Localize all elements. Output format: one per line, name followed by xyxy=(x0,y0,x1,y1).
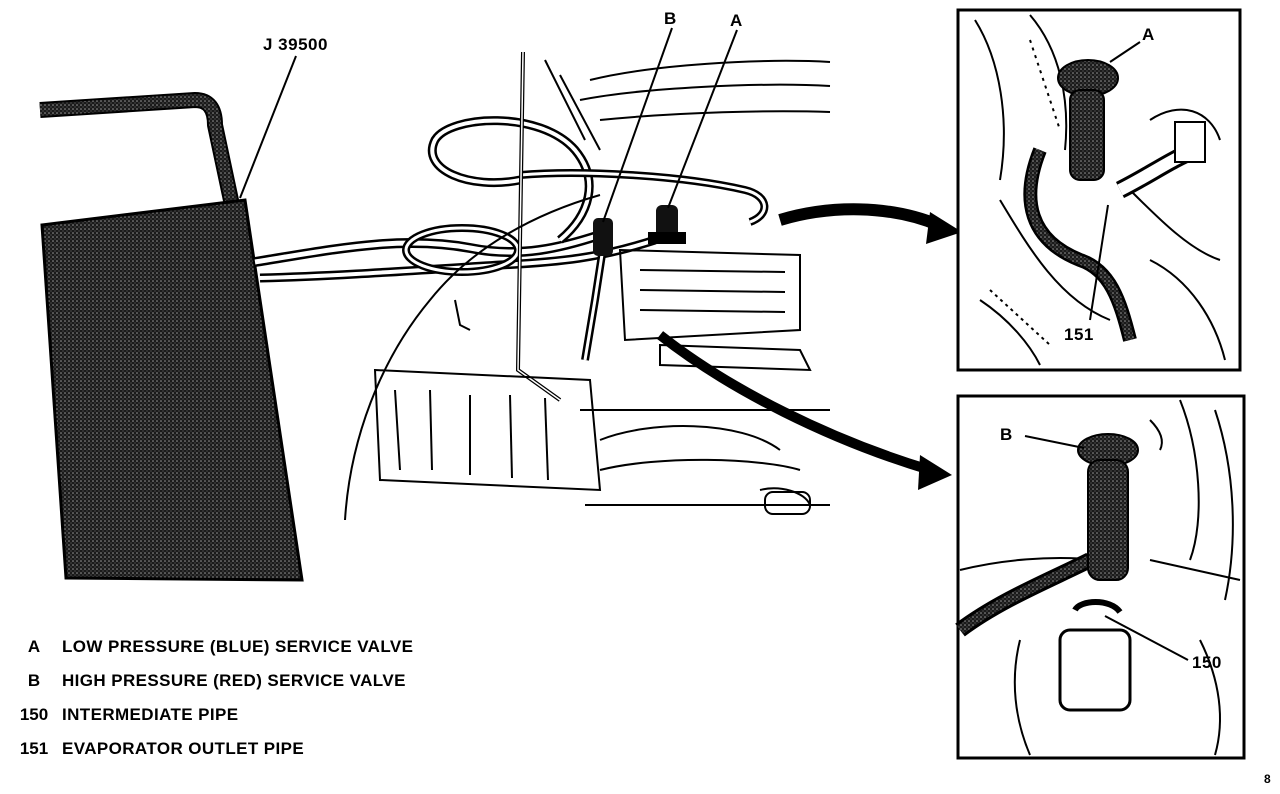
legend-text: INTERMEDIATE PIPE xyxy=(62,705,239,724)
tool-label-j39500: J 39500 xyxy=(263,35,328,54)
inset-top-callout-a: A xyxy=(1142,25,1155,44)
service-hoses xyxy=(254,51,769,402)
inset-high-pressure-valve xyxy=(955,394,1246,760)
legend-text: LOW PRESSURE (BLUE) SERVICE VALVE xyxy=(62,637,414,656)
legend-item: A LOW PRESSURE (BLUE) SERVICE VALVE xyxy=(6,630,566,664)
legend-key: 151 xyxy=(19,739,49,758)
legend-key: B xyxy=(27,671,41,690)
legend-item: 150 INTERMEDIATE PIPE xyxy=(6,698,566,732)
callout-a-low-pressure-valve: A xyxy=(730,11,743,30)
legend-key: 150 xyxy=(19,705,49,724)
inset-bottom-callout-b: B xyxy=(1000,425,1013,444)
legend-text: EVAPORATOR OUTLET PIPE xyxy=(62,739,305,758)
figure-mark: 8 xyxy=(1264,772,1271,786)
inset-bottom-callout-150: 150 xyxy=(1192,653,1222,672)
legend-item: 151 EVAPORATOR OUTLET PIPE xyxy=(6,732,566,766)
inset-top-callout-151: 151 xyxy=(1064,325,1094,344)
legend: A LOW PRESSURE (BLUE) SERVICE VALVE B HI… xyxy=(6,630,566,766)
inset-pointer-arrows xyxy=(656,203,962,490)
vehicle-service-valves xyxy=(593,205,686,256)
inset-low-pressure-valve xyxy=(956,8,1242,372)
leader-lines xyxy=(239,27,738,223)
callout-b-high-pressure-valve: B xyxy=(664,9,677,28)
legend-key: A xyxy=(27,637,41,656)
vehicle-engine-compartment xyxy=(344,59,831,521)
recovery-station xyxy=(39,92,304,582)
legend-item: B HIGH PRESSURE (RED) SERVICE VALVE xyxy=(6,664,566,698)
legend-text: HIGH PRESSURE (RED) SERVICE VALVE xyxy=(62,671,406,690)
